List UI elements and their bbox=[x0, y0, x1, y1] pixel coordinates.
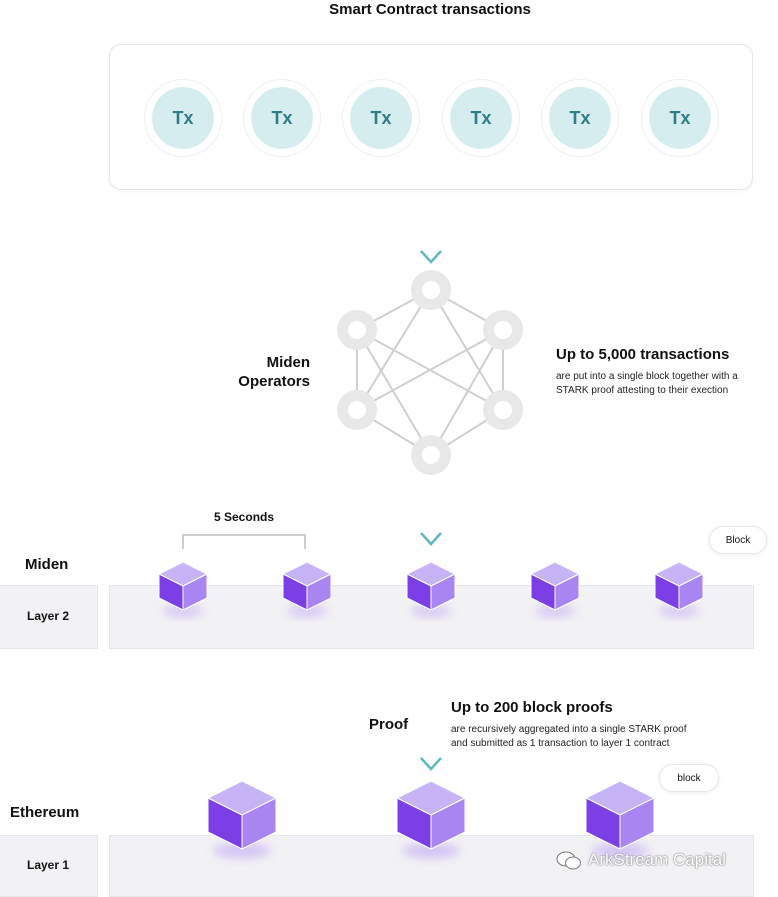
transaction-node: Tx bbox=[541, 79, 619, 157]
watermark-text: ArkStream Capital bbox=[588, 850, 726, 869]
layer2-network-name: Miden bbox=[25, 556, 69, 573]
operator-network bbox=[356, 289, 504, 456]
layer2-label: Layer 2 bbox=[26, 609, 70, 623]
interval-bracket bbox=[182, 534, 306, 549]
layer2-label-band bbox=[0, 585, 98, 649]
transaction-label: Tx bbox=[549, 87, 611, 149]
interval-label: 5 Seconds bbox=[214, 510, 275, 524]
arrow-head-icon bbox=[420, 532, 442, 546]
operators-label: Miden Operators bbox=[232, 353, 310, 391]
operator-node bbox=[337, 310, 377, 350]
transaction-label: Tx bbox=[251, 87, 313, 149]
transaction-node: Tx bbox=[641, 79, 719, 157]
layer1-label: Layer 1 bbox=[26, 858, 70, 872]
layer2-block-cube bbox=[158, 561, 208, 617]
layer1-block-cube bbox=[396, 780, 466, 859]
layer1-block-cube bbox=[207, 780, 277, 859]
transaction-node: Tx bbox=[342, 79, 420, 157]
operators-label-line1: Miden bbox=[266, 354, 310, 371]
layer2-block-cube bbox=[282, 561, 332, 617]
layer2-block-cube bbox=[654, 561, 704, 617]
operator-node bbox=[483, 310, 523, 350]
block-tag: block bbox=[659, 764, 719, 792]
layer1-blocks bbox=[207, 780, 655, 859]
layer2-blocks bbox=[158, 561, 704, 617]
wechat-icon bbox=[556, 851, 581, 870]
arrow-head-icon bbox=[420, 757, 442, 771]
diagram-title: Smart Contract transactions bbox=[329, 1, 531, 18]
proof-label: Proof bbox=[369, 716, 409, 733]
operator-node bbox=[337, 390, 377, 430]
capacity-description: are put into a single block together wit… bbox=[556, 370, 738, 398]
capacity-title: Up to 5,000 transactions bbox=[556, 346, 730, 363]
layer2-block-cube bbox=[530, 561, 580, 617]
transaction-node: Tx bbox=[144, 79, 222, 157]
transaction-label: Tx bbox=[152, 87, 214, 149]
proof-desc-line2: and submitted as 1 transaction to layer … bbox=[451, 738, 670, 749]
operators-label-line2: Operators bbox=[238, 373, 310, 390]
proof-title: Up to 200 block proofs bbox=[451, 699, 613, 716]
block-tag: Block bbox=[709, 526, 767, 554]
transaction-label: Tx bbox=[350, 87, 412, 149]
layer1-block-cube bbox=[585, 780, 655, 859]
transaction-node: Tx bbox=[442, 79, 520, 157]
transaction-node: Tx bbox=[243, 79, 321, 157]
arrow-head-icon bbox=[420, 250, 442, 264]
proof-description: are recursively aggregated into a single… bbox=[451, 723, 687, 751]
transaction-label: Tx bbox=[649, 87, 711, 149]
watermark: ArkStream Capital bbox=[556, 850, 726, 870]
operator-node bbox=[483, 390, 523, 430]
operator-node bbox=[411, 270, 451, 310]
layer2-block-cube bbox=[406, 561, 456, 617]
operator-nodes bbox=[337, 270, 523, 475]
operator-node bbox=[411, 435, 451, 475]
layer1-network-name: Ethereum bbox=[10, 804, 80, 821]
capacity-desc-line2: STARK proof attesting to their exection bbox=[556, 385, 729, 396]
capacity-desc-line1: are put into a single block together wit… bbox=[556, 371, 738, 382]
proof-desc-line1: are recursively aggregated into a single… bbox=[451, 724, 687, 735]
transaction-label: Tx bbox=[450, 87, 512, 149]
